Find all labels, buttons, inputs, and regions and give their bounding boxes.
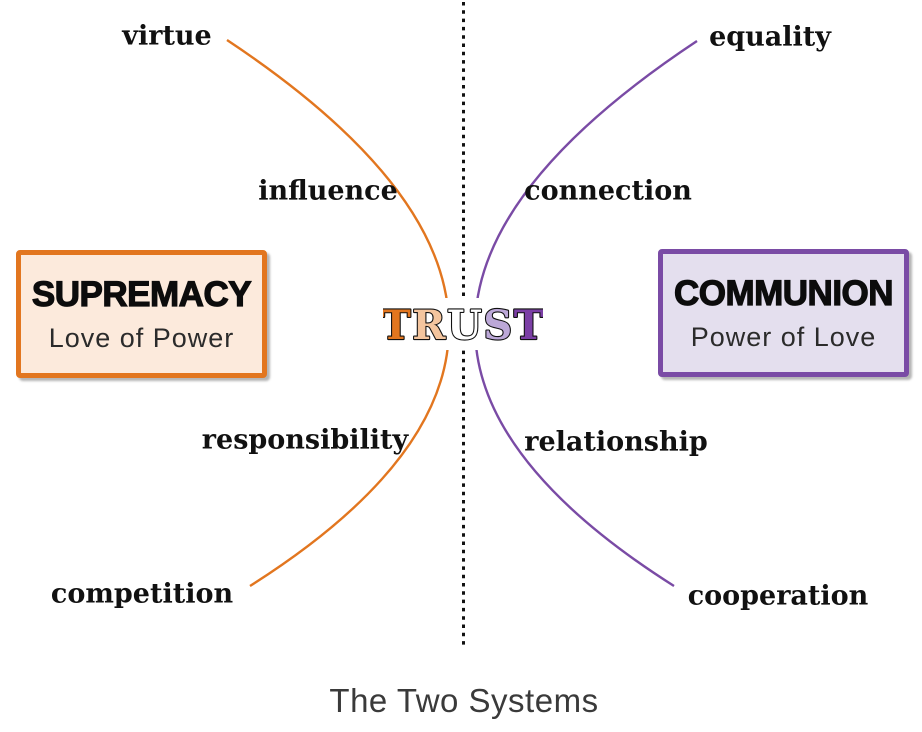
trust-letter: T (383, 302, 412, 349)
value-label-responsibility: responsibility (201, 424, 409, 456)
page-title: The Two Systems (329, 682, 599, 719)
supremacy-box: SUPREMACY Love of Power (16, 250, 267, 378)
value-label-connection: connection (524, 175, 692, 207)
value-label-competition: competition (50, 578, 234, 610)
trust-letter: R (412, 302, 447, 349)
value-label-virtue: virtue (122, 20, 212, 52)
value-label-cooperation: cooperation (687, 580, 869, 612)
trust-letter: S (483, 302, 513, 349)
supremacy-subtitle: Love of Power (48, 322, 235, 353)
svg-text:TRUST: TRUST (383, 302, 543, 349)
supremacy-title: SUPREMACY (31, 274, 252, 314)
communion-subtitle: Power of Love (690, 321, 877, 352)
trust-letter: U (447, 302, 483, 349)
trust-word: TRUST (383, 301, 543, 350)
value-label-relationship: relationship (524, 426, 708, 458)
communion-title: COMMUNION (673, 273, 894, 313)
trust-letter: T (514, 302, 543, 349)
value-label-influence: influence (258, 175, 398, 207)
communion-box: COMMUNION Power of Love (658, 249, 909, 377)
value-label-equality: equality (709, 21, 831, 53)
trust-center: TRUST (383, 298, 543, 350)
